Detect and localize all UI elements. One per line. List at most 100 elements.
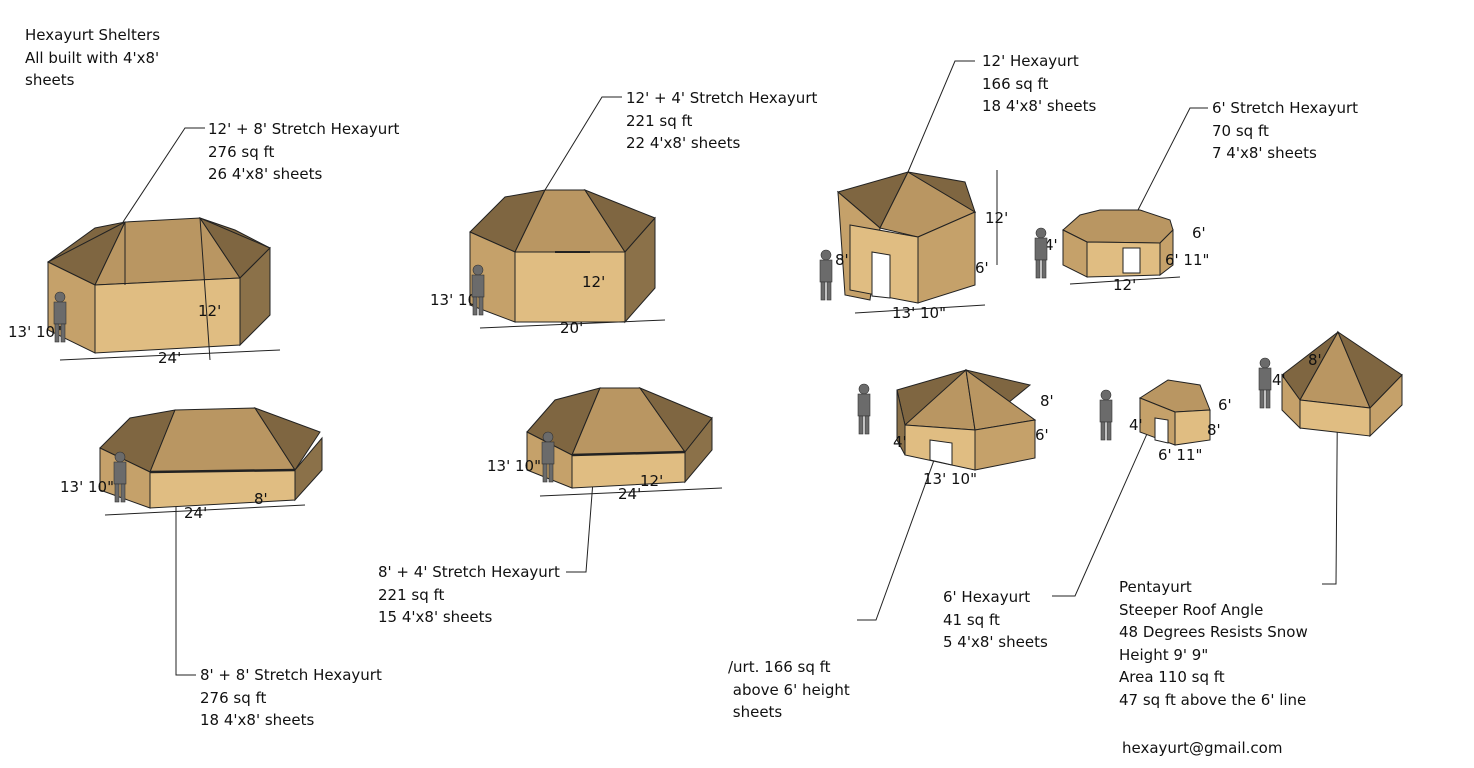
person-figure (541, 431, 555, 483)
dimension-label: 12' (1113, 276, 1136, 294)
dimension-label: 4' (1272, 371, 1286, 389)
dimension-label: 20' (560, 319, 583, 337)
human-scale-figures (53, 227, 1272, 503)
label-line: 18 4'x8' sheets (982, 97, 1097, 115)
dimension-label: 12' (582, 273, 605, 291)
person-part (857, 393, 871, 417)
structure-face (253, 407, 321, 471)
hexayurt-12: 8' 12' 6' 13' 10" (835, 170, 1008, 322)
dimension-label: 12' (640, 472, 663, 490)
leader-c (907, 60, 975, 173)
label-line: Height 9' 9" (1119, 645, 1209, 664)
dimension-label: 4' (893, 433, 907, 451)
person-part (1259, 389, 1265, 409)
person-part (60, 323, 66, 343)
label-line: 26 4'x8' sheets (208, 165, 323, 183)
structure-face (917, 211, 976, 304)
leader-h (1052, 381, 1171, 597)
door-opening (1154, 417, 1169, 444)
person-figure (819, 249, 833, 301)
label-line: 22 4'x8' sheets (626, 134, 741, 152)
dimension-label: 6' (1192, 224, 1206, 242)
label-line: 41 sq ft (943, 610, 1000, 629)
label-line: Steeper Roof Angle (1119, 600, 1264, 619)
person-part (472, 296, 478, 316)
leader-a (122, 127, 205, 223)
person-part (826, 281, 832, 301)
person-part (1100, 389, 1112, 401)
person-figure (471, 264, 485, 316)
person-part (53, 301, 67, 325)
dimension-label: 13' 10" (60, 478, 114, 496)
person-part (120, 483, 126, 503)
person-figure (1099, 389, 1113, 441)
label-line: 276 sq ft (200, 688, 267, 707)
dimension-label: 8' (835, 251, 849, 269)
label-line: 12' + 4' Stretch Hexayurt (626, 89, 818, 107)
dimension-label: 13' 10" (430, 291, 484, 309)
label-line: 221 sq ft (378, 585, 445, 604)
dimension-line (149, 468, 296, 474)
label-line: Area 110 sq ft (1119, 668, 1225, 686)
structure-face (1159, 228, 1174, 277)
leader-d (1137, 107, 1208, 211)
dimension-label: 24' (158, 349, 181, 367)
dimension-label: 24' (184, 504, 207, 522)
door-opening (929, 439, 953, 466)
person-part (542, 431, 554, 443)
structure-face (907, 171, 976, 214)
label-line: All built with 4'x8' (25, 48, 160, 67)
dimension-label: 24' (618, 485, 641, 503)
dimension-label: 6' (975, 259, 989, 277)
label-line: 7 4'x8' sheets (1212, 144, 1317, 162)
label-line: 47 sq ft above the 6' line (1119, 690, 1307, 709)
hexayurt-6-stretch: 4' 6' 6' 11" 12' (1044, 209, 1209, 294)
dimension-label: 6' (1035, 426, 1049, 444)
label-line: sheets (728, 703, 783, 721)
dimension-label: 8' (1207, 421, 1221, 439)
dimension-line (199, 217, 211, 361)
dimension-label: 8' (1308, 351, 1322, 369)
structure-face (624, 216, 656, 324)
dimension-line (539, 487, 723, 497)
dimension-label: 8' (1040, 392, 1054, 410)
structure-face (1174, 409, 1211, 446)
label-line: 5 4'x8' sheets (943, 633, 1048, 651)
door-opening (1122, 247, 1141, 274)
structure-face (149, 469, 296, 509)
label-12-hexayurt-partial: /urt. 166 sq ft above 6' height sheets (728, 611, 850, 746)
dimension-label: 6' 11" (1165, 251, 1209, 269)
label-line: Pentayurt (1119, 578, 1192, 596)
dimension-line (59, 349, 281, 361)
person-part (478, 296, 484, 316)
hexayurt-8-4-stretch: 13' 10" 24' 12' (487, 386, 723, 503)
person-figure (1034, 227, 1048, 279)
label-line: 18 4'x8' sheets (200, 711, 315, 729)
person-part (1035, 227, 1047, 239)
label-line: 8' + 8' Stretch Hexayurt (200, 666, 382, 684)
label-8-8-stretch: 8' + 8' Stretch Hexayurt 276 sq ft 18 4'x8… (200, 664, 382, 732)
person-part (858, 415, 864, 435)
label-line: above 6' height (728, 680, 850, 699)
structure-face (294, 436, 323, 502)
person-part (864, 415, 870, 435)
dimension-label: 6' 11" (1158, 446, 1202, 464)
dimension-label: 12' (198, 302, 221, 320)
label-line: 15 4'x8' sheets (378, 608, 493, 626)
person-part (542, 463, 548, 483)
label-line: 276 sq ft (208, 142, 275, 161)
label-line: 166 sq ft (982, 74, 1049, 93)
dimension-label: 4' (1129, 416, 1143, 434)
label-line: 70 sq ft (1212, 121, 1269, 140)
label-line: sheets (25, 71, 75, 89)
person-part (1034, 237, 1048, 261)
person-part (1099, 399, 1113, 423)
person-part (1035, 259, 1041, 279)
person-part (113, 461, 127, 485)
person-part (114, 451, 126, 463)
